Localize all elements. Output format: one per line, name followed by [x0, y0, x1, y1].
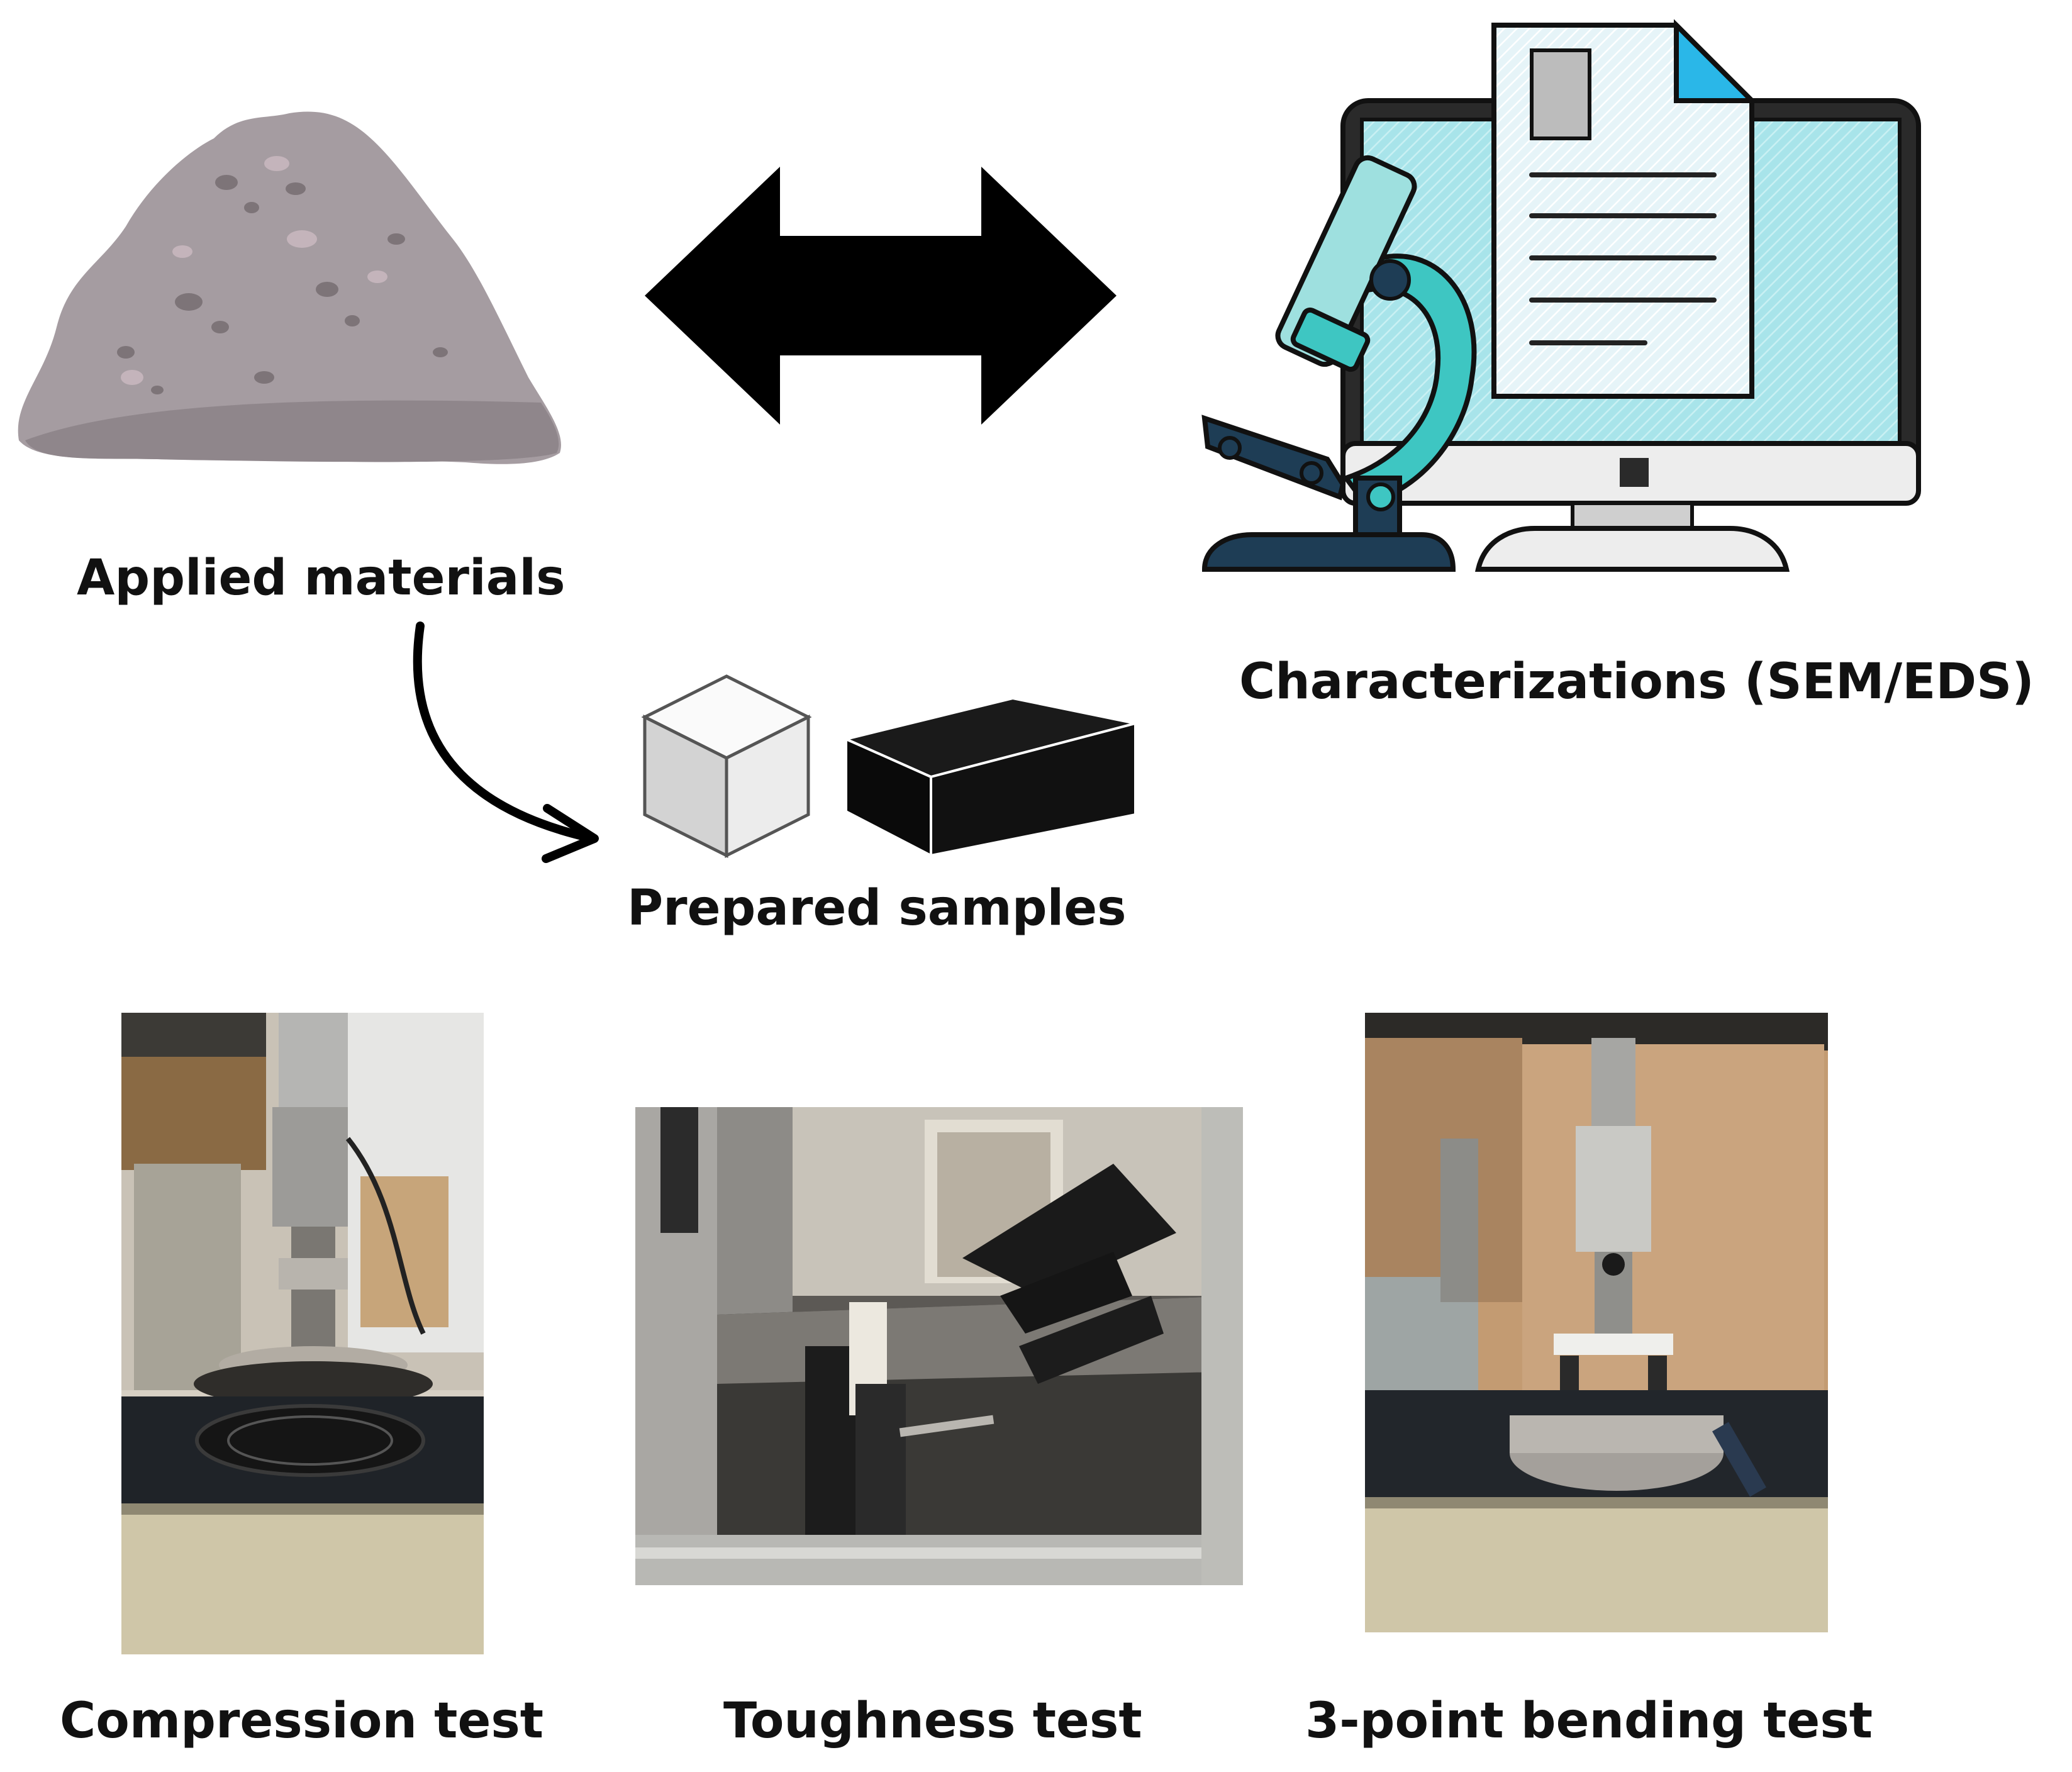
label-toughness-test: Toughness test — [723, 1693, 1142, 1749]
label-prepared-samples: Prepared samples — [627, 880, 1127, 937]
label-characterizations: Characterizations (SEM/EDS) — [1239, 654, 2034, 710]
label-compression-test: Compression test — [60, 1693, 544, 1749]
label-bending-test: 3-point bending test — [1305, 1693, 1873, 1749]
label-applied-materials: Applied materials — [77, 550, 565, 606]
compression-test-photo — [121, 1013, 484, 1654]
bending-test-photo — [1365, 1013, 1828, 1632]
toughness-test-photo — [635, 1107, 1243, 1585]
